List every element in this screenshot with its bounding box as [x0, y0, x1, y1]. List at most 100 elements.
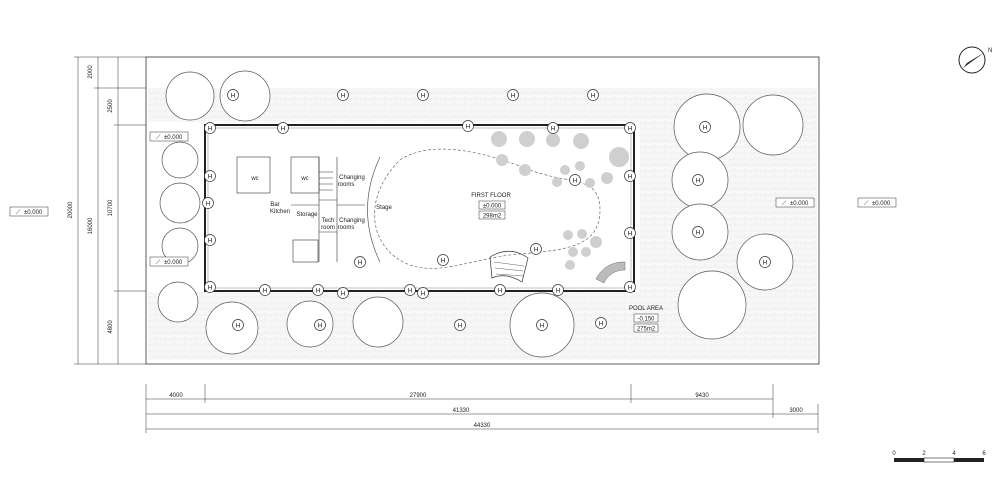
dashed-outline — [374, 148, 601, 269]
lamp-icon — [204, 170, 216, 182]
room-bar-line2: Kitchen — [270, 209, 290, 215]
lamp-icon — [232, 319, 244, 331]
level-tag-left-upper: ⟋ ±0.000 — [149, 131, 189, 142]
dim-16000: 16000 — [88, 217, 94, 234]
dim-10700: 10700 — [108, 199, 114, 216]
dim-9430: 9430 — [695, 393, 709, 399]
dim-41330: 41330 — [453, 408, 470, 414]
lamp-symbol: H — [703, 125, 707, 131]
lamp-symbol: H — [599, 321, 603, 327]
lamp-symbol: H — [466, 124, 470, 130]
north-label: N — [988, 48, 992, 54]
lamp-icon — [624, 170, 636, 182]
svg-text:⟋: ⟋ — [782, 200, 787, 207]
room-changing-bottom-line1: Changing — [339, 218, 365, 224]
stage-outline — [367, 156, 381, 263]
pool-arc — [595, 261, 626, 284]
lamp-symbol: H — [628, 231, 632, 237]
lamp-symbol: H — [316, 288, 320, 294]
service-rooms — [236, 156, 365, 263]
svg-text:±0.000: ±0.000 — [872, 201, 891, 207]
lamp-symbol: H — [208, 238, 212, 244]
lamp-icon — [624, 122, 636, 134]
svg-text:±0.000: ±0.000 — [790, 201, 809, 207]
lamp-icon — [204, 122, 216, 134]
dim-2500: 2500 — [108, 99, 114, 113]
lamp-icon — [547, 122, 559, 134]
lamp-icon — [692, 174, 704, 186]
lamp-symbol: H — [318, 323, 322, 329]
lamp-icon — [587, 89, 599, 101]
dim-27900: 27900 — [410, 393, 427, 399]
lamp-symbol: H — [534, 247, 538, 253]
lamp-symbol: H — [206, 201, 210, 207]
room-tech-line2: room — [321, 225, 335, 231]
lamp-symbol: H — [498, 288, 502, 294]
lamp-icon — [530, 243, 542, 255]
dim-4800: 4800 — [108, 320, 114, 334]
lamp-symbol: H — [208, 126, 212, 132]
lamp-symbol: H — [551, 126, 555, 132]
lamp-icon — [569, 174, 581, 186]
lamp-symbol: H — [408, 288, 412, 294]
lamp-icon — [595, 317, 607, 329]
lamp-icon — [404, 284, 416, 296]
scale-label-0: 0 — [892, 451, 896, 457]
lamp-icon — [354, 256, 366, 268]
lamp-icon — [417, 287, 429, 299]
level-tag-left-lower: ⟋ ±0.000 — [149, 256, 189, 267]
svg-text:±0.000: ±0.000 — [164, 260, 183, 266]
svg-text:±0.000: ±0.000 — [24, 210, 43, 216]
lamp-icon — [454, 319, 466, 331]
lamp-icon — [259, 284, 271, 296]
scale-bar: 0 2 4 6 — [892, 451, 986, 463]
lamp-symbol: H — [511, 93, 515, 99]
lamp-symbol: H — [556, 288, 560, 294]
svg-text:⟋: ⟋ — [156, 134, 161, 141]
room-changing-top-line2: rooms — [338, 182, 355, 188]
lamp-icon — [507, 89, 519, 101]
first-floor-name: FIRST FLOOR — [471, 193, 511, 199]
room-bar-line1: Bar — [270, 202, 279, 208]
room-stage: Stage — [376, 205, 392, 211]
dim-2000: 2000 — [88, 65, 94, 79]
lamp-icon — [624, 227, 636, 239]
horizontal-dimensions — [145, 384, 819, 433]
lamp-icon — [204, 281, 216, 293]
pool-area-name: POOL AREA — [629, 306, 663, 312]
svg-text:±0.000: ±0.000 — [164, 135, 183, 141]
lamp-icon — [699, 121, 711, 133]
lamp-symbol: H — [281, 126, 285, 132]
level-tag-far-left: ⟋ ±0.000 — [9, 206, 49, 217]
level-tag-right-inner: ⟋ ±0.000 — [775, 197, 815, 208]
svg-text:⟋: ⟋ — [864, 200, 869, 207]
lamp-icon — [759, 256, 771, 268]
dim-20000: 20000 — [68, 201, 74, 218]
lamp-icon — [337, 287, 349, 299]
lamp-symbol: H — [458, 323, 462, 329]
lamp-symbol: H — [540, 323, 544, 329]
lamp-icon — [462, 120, 474, 132]
lamp-icon — [417, 89, 429, 101]
first-floor-level: ±0.000 — [483, 204, 502, 210]
dim-4000: 4000 — [169, 393, 183, 399]
lamp-symbol: H — [421, 291, 425, 297]
scale-label-4: 4 — [952, 451, 956, 457]
lamp-icon — [337, 89, 349, 101]
lamp-icon — [437, 254, 449, 266]
lamp-symbol: H — [628, 285, 632, 291]
lamp-symbol: H — [628, 174, 632, 180]
lamp-symbol: H — [441, 258, 445, 264]
lamp-symbol: H — [628, 126, 632, 132]
room-tech-line1: Tech — [322, 218, 335, 224]
lamp-symbol: H — [591, 93, 595, 99]
lamp-icon — [312, 284, 324, 296]
lamp-icon — [277, 122, 289, 134]
pool-area-level: -0.150 — [637, 317, 655, 323]
lamp-icon — [536, 319, 548, 331]
lamp-symbol: H — [696, 178, 700, 184]
lamp-symbol: H — [696, 230, 700, 236]
lamp-symbol: H — [573, 178, 577, 184]
